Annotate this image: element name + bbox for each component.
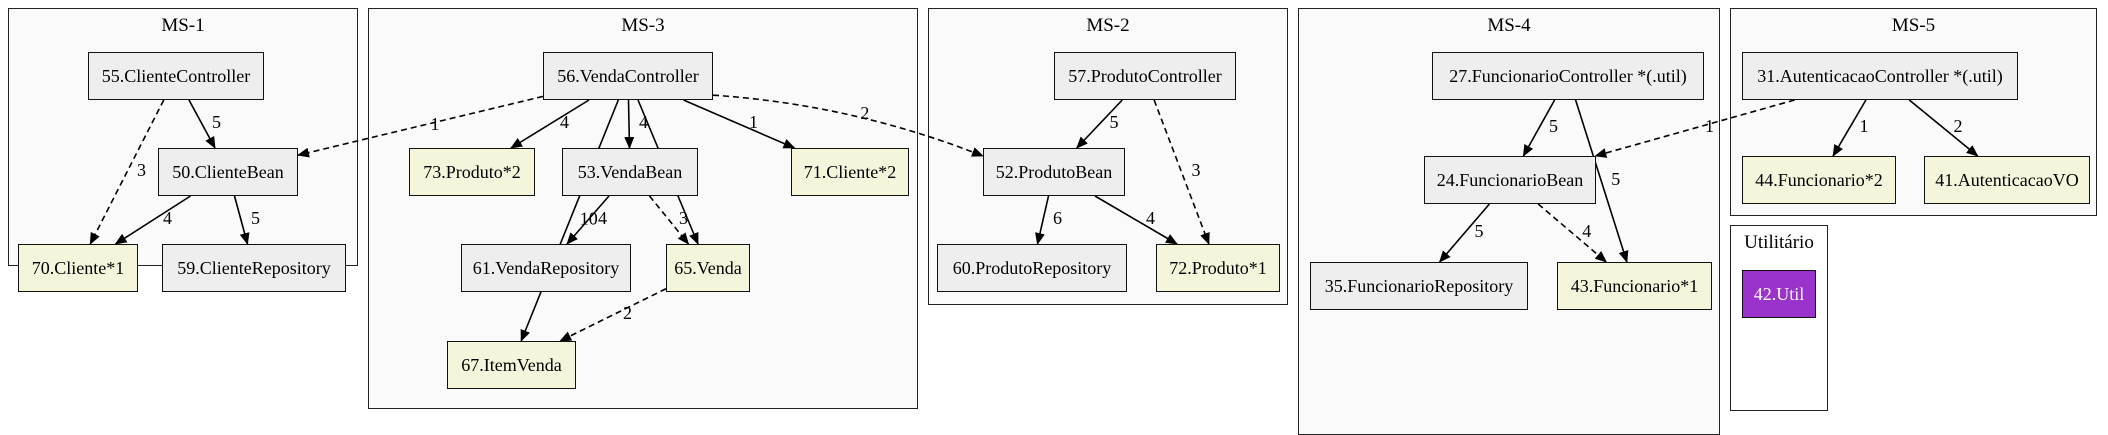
cluster-title: MS-2: [1086, 15, 1130, 36]
cluster-title: Utilitário: [1744, 232, 1814, 253]
cluster-utilitario: Utilitário: [1730, 225, 1828, 411]
cluster-title: MS-4: [1487, 15, 1531, 36]
node-venda[interactable]: 65.Venda: [666, 244, 750, 292]
node-venda-repository[interactable]: 61.VendaRepository: [461, 244, 631, 292]
node-produto-repository[interactable]: 60.ProdutoRepository: [937, 244, 1127, 292]
node-funcionario-controller[interactable]: 27.FuncionarioController *(.util): [1432, 52, 1704, 100]
node-item-venda[interactable]: 67.ItemVenda: [447, 341, 576, 389]
node-util[interactable]: 42.Util: [1742, 270, 1816, 318]
node-cliente-controller[interactable]: 55.ClienteController: [88, 52, 264, 100]
node-produto-controller[interactable]: 57.ProdutoController: [1054, 52, 1236, 100]
node-autenticacao-vo[interactable]: 41.AutenticacaoVO: [1924, 156, 2090, 204]
node-venda-bean[interactable]: 53.VendaBean: [562, 148, 698, 196]
node-produto-2[interactable]: 73.Produto*2: [409, 148, 535, 196]
node-produto-bean[interactable]: 52.ProdutoBean: [983, 148, 1125, 196]
node-funcionario-1[interactable]: 43.Funcionario*1: [1557, 262, 1712, 310]
node-funcionario-repository[interactable]: 35.FuncionarioRepository: [1310, 262, 1528, 310]
node-cliente-2[interactable]: 71.Cliente*2: [791, 148, 909, 196]
node-cliente-1[interactable]: 70.Cliente*1: [18, 244, 138, 292]
node-venda-controller[interactable]: 56.VendaController: [543, 52, 713, 100]
node-cliente-bean[interactable]: 50.ClienteBean: [158, 148, 298, 196]
node-cliente-repository[interactable]: 59.ClienteRepository: [162, 244, 346, 292]
cluster-ms-1: MS-1: [8, 8, 358, 266]
cluster-title: MS-5: [1891, 15, 1936, 36]
node-autenticacao-controller[interactable]: 31.AutenticacaoController *(.util): [1742, 52, 2018, 100]
node-funcionario-2[interactable]: 44.Funcionario*2: [1742, 156, 1896, 204]
node-funcionario-bean[interactable]: 24.FuncionarioBean: [1424, 156, 1596, 204]
cluster-title: MS-3: [621, 15, 665, 36]
node-produto-1[interactable]: 72.Produto*1: [1156, 244, 1280, 292]
cluster-title: MS-1: [161, 15, 205, 36]
